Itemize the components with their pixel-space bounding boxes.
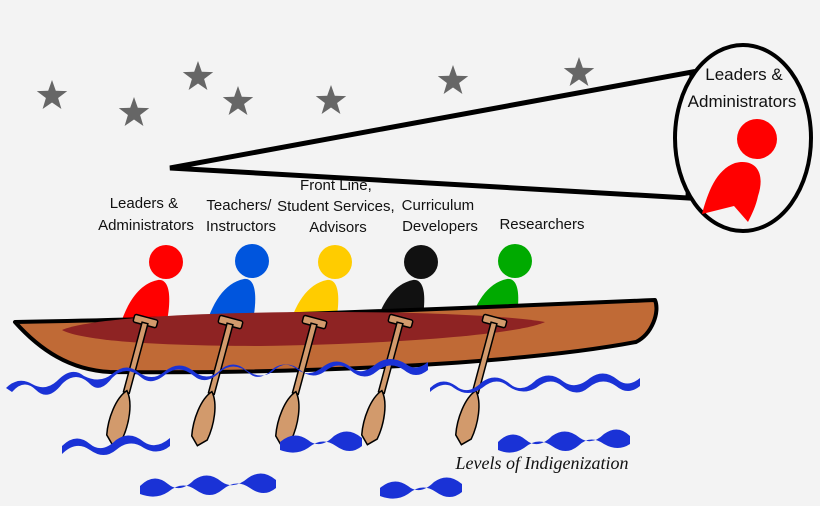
wave <box>140 473 276 497</box>
star-icon <box>182 61 214 90</box>
zoom-person-head <box>737 119 777 159</box>
canoe <box>13 298 659 375</box>
rower-label-researchers: Researchers <box>499 216 584 233</box>
waves <box>6 359 640 499</box>
star-icon <box>118 97 150 126</box>
wave <box>380 477 462 499</box>
star-icon <box>222 86 254 115</box>
wave <box>430 373 640 393</box>
rower-label-leaders: Leaders & Administrators <box>98 195 194 234</box>
zoom-label-line1: Leaders & <box>705 65 783 84</box>
wave <box>62 435 170 455</box>
wave <box>280 431 362 453</box>
zoom-label-line2: Administrators <box>688 92 797 111</box>
rower-label-curriculum: Curriculum Developers <box>402 197 479 235</box>
canoe-interior <box>62 312 545 346</box>
rower-label-front-line: Front Line, Student Services, Advisors <box>277 177 399 236</box>
paddles <box>105 313 508 447</box>
zoom-bubble: Leaders & Administrators <box>673 43 813 233</box>
paddle <box>105 313 159 446</box>
star-icon <box>563 57 595 86</box>
star-icon <box>36 80 68 109</box>
star-icon <box>315 85 347 114</box>
paddle <box>360 313 414 446</box>
paddle <box>454 313 508 446</box>
star-icon <box>437 65 469 94</box>
zoom-person-body <box>702 161 761 222</box>
wave <box>498 429 630 453</box>
diagram-caption: Levels of Indigenization <box>455 453 629 473</box>
wave <box>6 359 428 395</box>
rower-labels: Leaders & Administrators Teachers/ Instr… <box>98 177 584 236</box>
rower-label-teachers: Teachers/ Instructors <box>206 197 276 235</box>
zoom-beam <box>169 68 695 201</box>
